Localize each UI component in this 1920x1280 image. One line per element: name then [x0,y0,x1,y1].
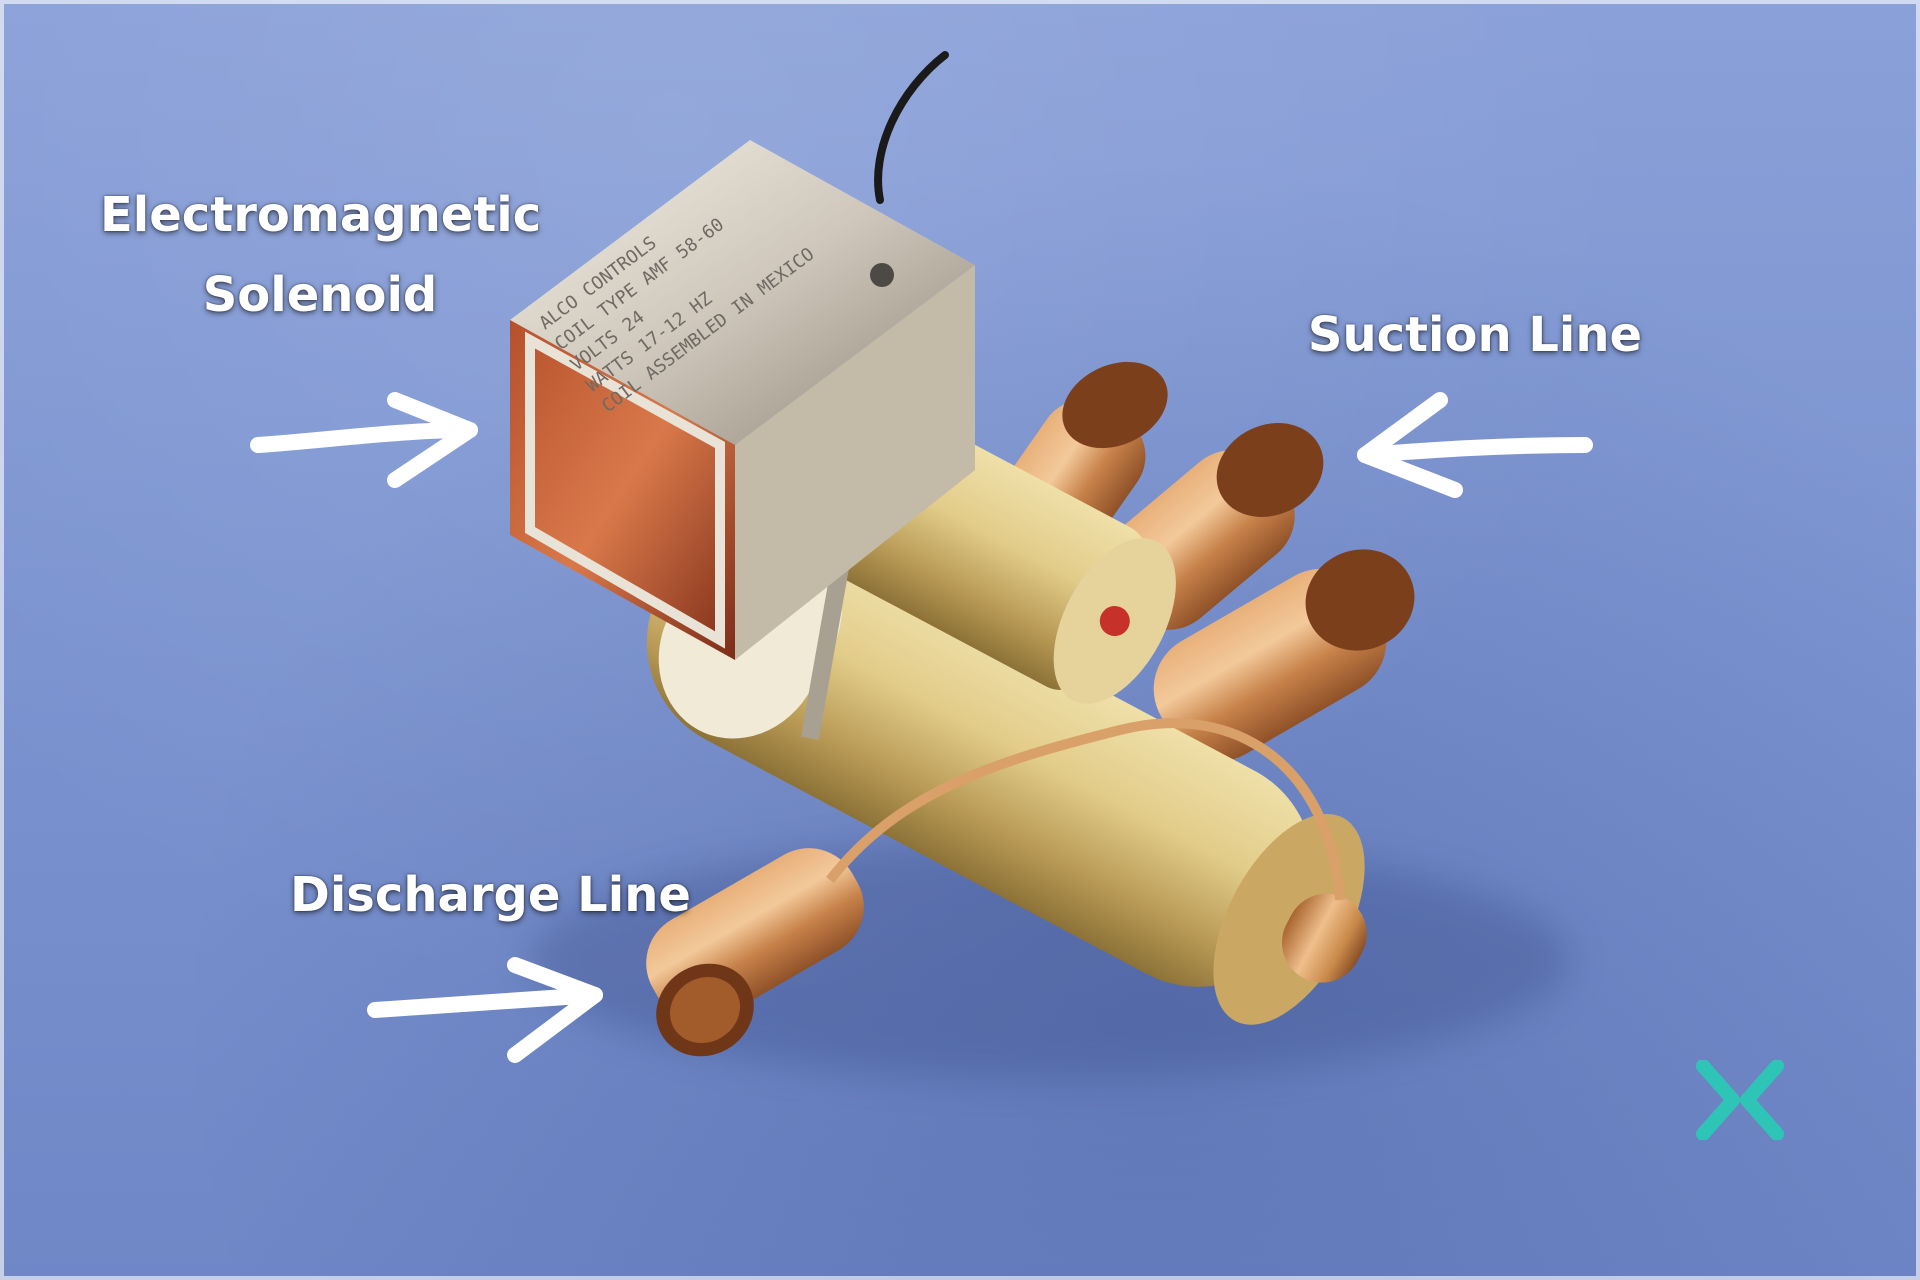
right-arrow-icon [250,392,478,488]
left-arrow-icon [1357,392,1593,498]
right-arrow-icon [367,957,603,1063]
discharge-tube [646,848,864,1057]
suction-tubes [1004,361,1415,762]
solenoid: ALCO CONTROLS COIL TYPE AMF 58-60 VOLTS … [510,140,975,660]
suction-line-label: Suction Line [1307,307,1643,363]
discharge-line-label: Discharge Line [290,867,691,923]
solenoid-label-line-2: Solenoid [202,267,438,323]
x-logo-icon [1696,1060,1784,1140]
solenoid-label-line-1: Electromagnetic [100,187,542,243]
solenoid-label: Electromagnetic Solenoid [100,175,542,335]
